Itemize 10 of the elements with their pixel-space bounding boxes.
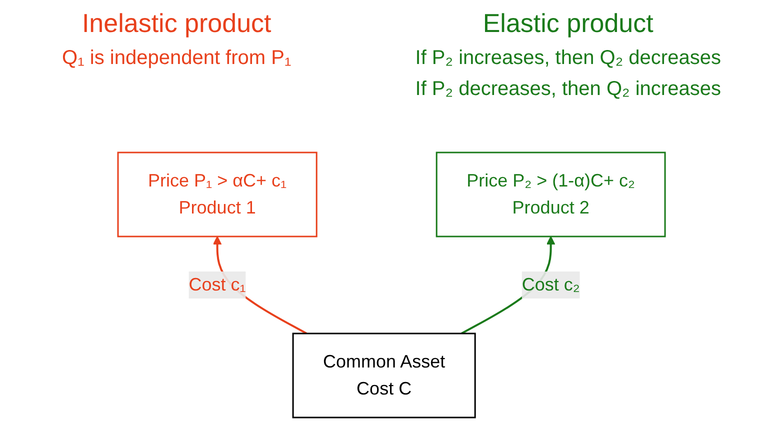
edge-label: Cost c₁ — [188, 274, 246, 294]
node-box: Price P₁ > αC+ c₁ Product 1 — [117, 152, 318, 238]
edge-label: Cost c₂ — [522, 274, 580, 294]
note-text: If P₂ decreases, then Q₂ increases — [415, 78, 721, 101]
heading-text: Inelastic product — [82, 8, 272, 39]
note-text: If P₂ increases, then Q₂ decreases — [415, 47, 721, 70]
note-text: Q₁ is independent from P₁ — [62, 47, 292, 70]
heading-text: Elastic product — [482, 8, 654, 39]
node-box: Common Asset Cost C — [292, 332, 476, 418]
node-box: Price P₂ > (1-α)C+ c₂ Product 2 — [436, 152, 666, 238]
